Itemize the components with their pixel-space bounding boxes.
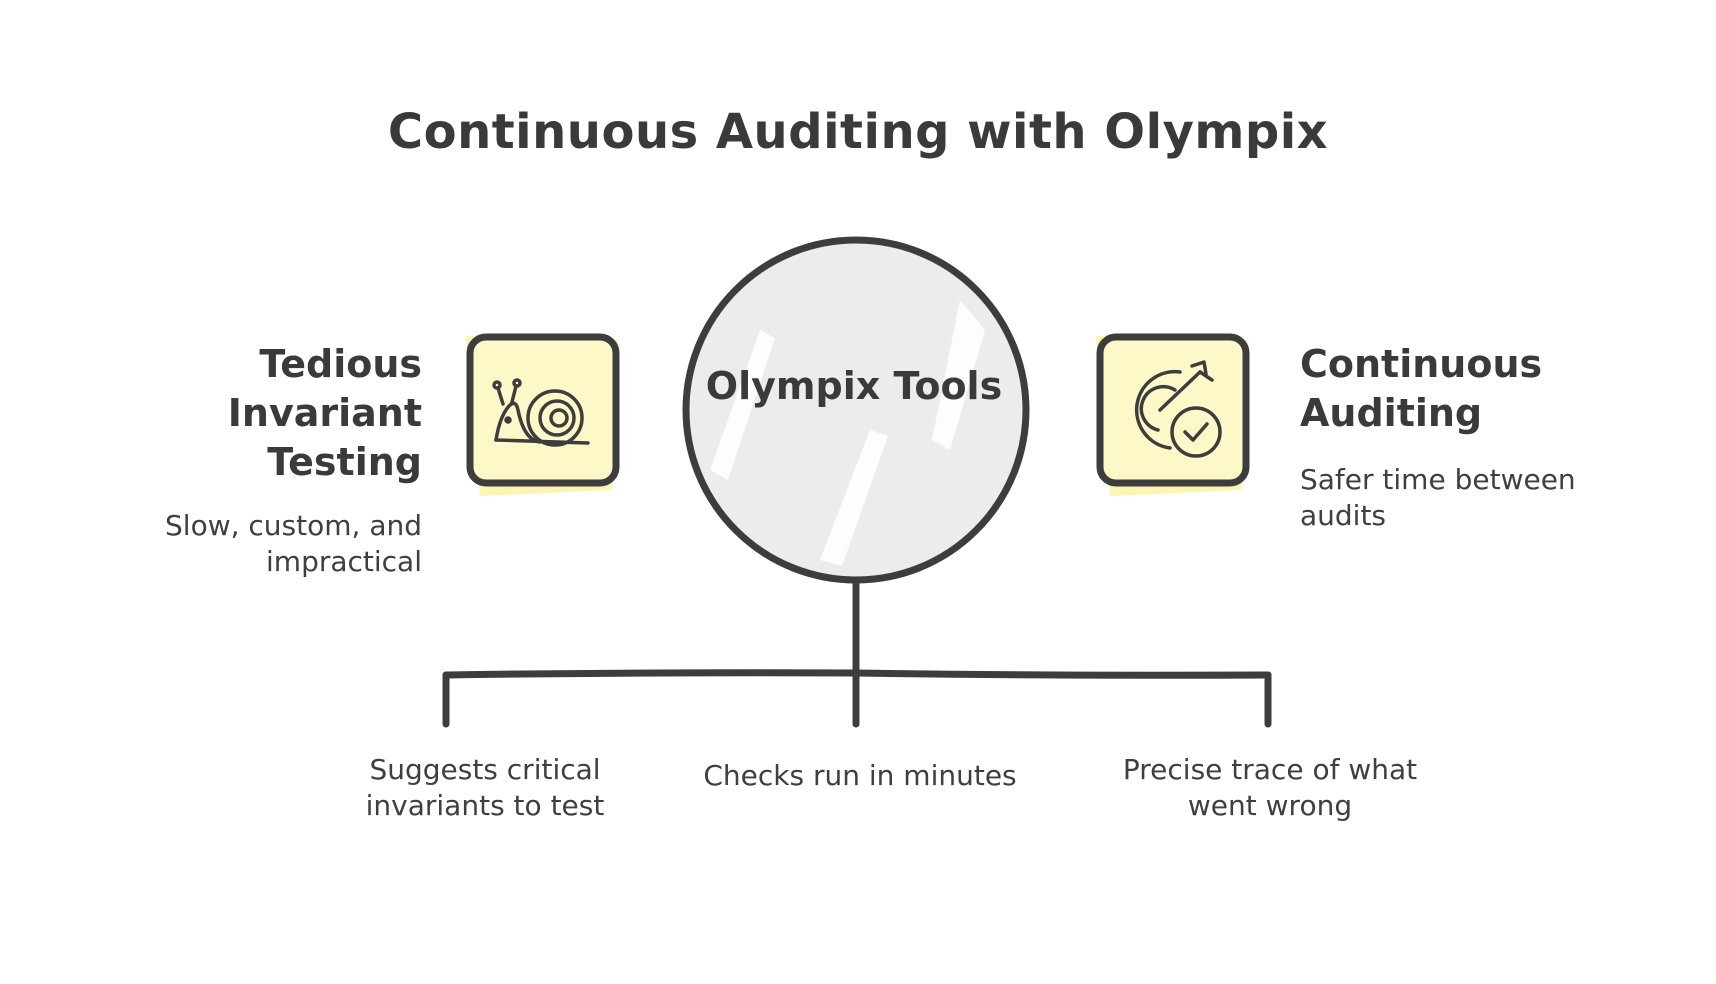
left-icon-box (466, 333, 620, 496)
center-label: Olympix Tools (705, 364, 1003, 408)
target-check-icon (1134, 360, 1222, 458)
center-node (682, 236, 1030, 584)
branch-label-invariants: Suggests critical invariants to test (365, 753, 605, 822)
left-description: Slow, custom, and impractical (165, 509, 422, 578)
branch-label-minutes: Checks run in minutes (703, 759, 1017, 792)
left-heading: Tedious Invariant Testing (227, 342, 422, 484)
right-heading: Continuous Auditing (1300, 342, 1543, 435)
right-icon-box (1096, 333, 1250, 496)
right-description: Safer time between audits (1300, 463, 1576, 532)
diagram-title: Continuous Auditing with Olympix (387, 104, 1329, 160)
branch-label-trace: Precise trace of what went wrong (1122, 753, 1418, 822)
connector-lines (442, 576, 1272, 728)
snail-icon (492, 378, 590, 447)
